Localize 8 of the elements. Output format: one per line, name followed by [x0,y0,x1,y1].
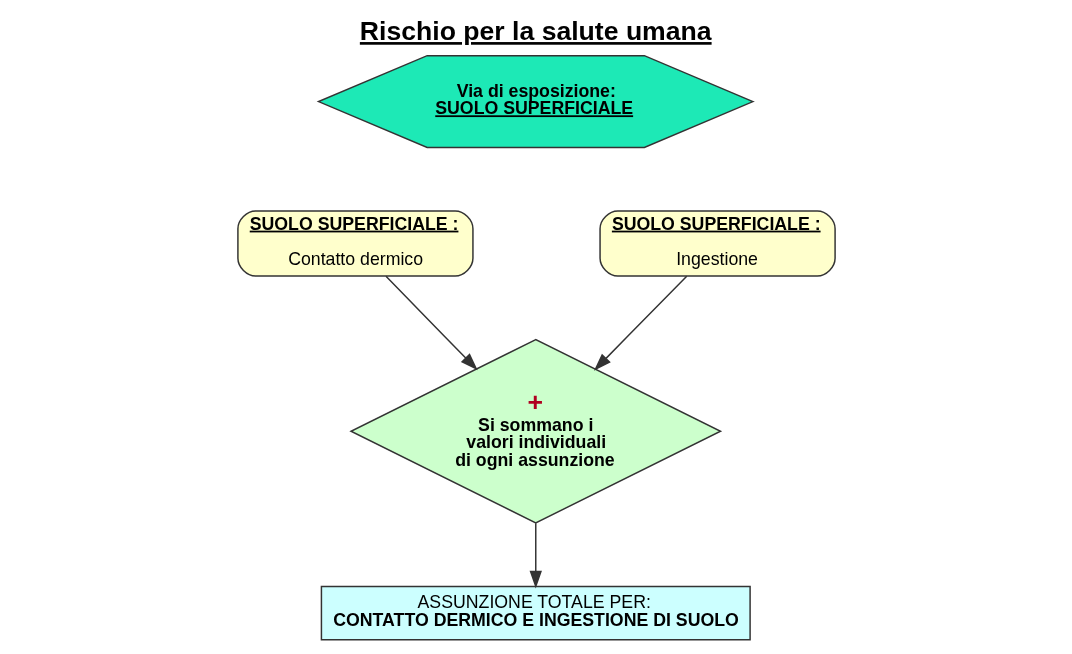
arrow [529,522,542,589]
node-box: SUOLO SUPERFICIALE : Ingestione [598,210,836,277]
node-box: SUOLO SUPERFICIALE : Contatto dermico [236,210,474,277]
node-diamond: + Si sommano i valori individuali di ogni assunzione [348,338,722,524]
arrow [593,275,687,371]
arrow [384,275,478,371]
node-box: ASSUNZIONE TOTALE PER: CONTATTO DERMICO E INGESTIONE DI SUOLO [320,585,751,641]
diagram-title: Rischio per la salute umana [359,16,712,47]
